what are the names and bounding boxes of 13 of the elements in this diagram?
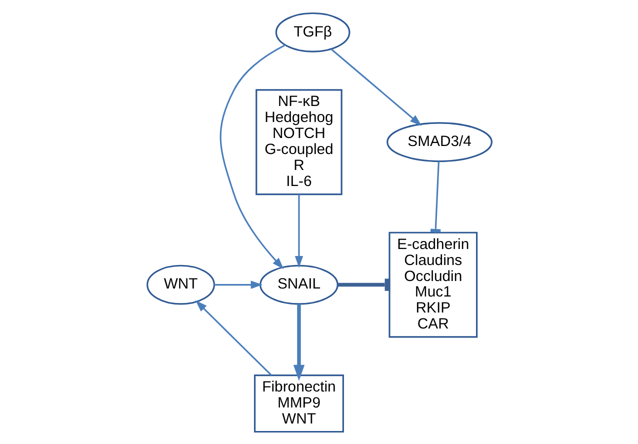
- node-box: E-cadherin Claudins Occludin Muc1 RKIP CAR: [388, 231, 478, 338]
- arrow: [195, 300, 272, 376]
- node-box: NF-κB Hedgehog NOTCH G-coupled R IL-6: [255, 88, 342, 195]
- arrow: [219, 44, 286, 269]
- node-ellipse: SNAIL: [259, 264, 338, 304]
- node-box: Fibronectin MMP9 WNT: [254, 374, 344, 432]
- node-ellipse: WNT: [146, 264, 215, 304]
- arrow: [294, 194, 303, 268]
- arrow: [292, 304, 304, 380]
- node-ellipse: TGFβ: [274, 12, 350, 52]
- node-ellipse: SMAD3/4: [386, 122, 492, 162]
- arrow: [330, 48, 422, 126]
- arrow: [214, 280, 262, 288]
